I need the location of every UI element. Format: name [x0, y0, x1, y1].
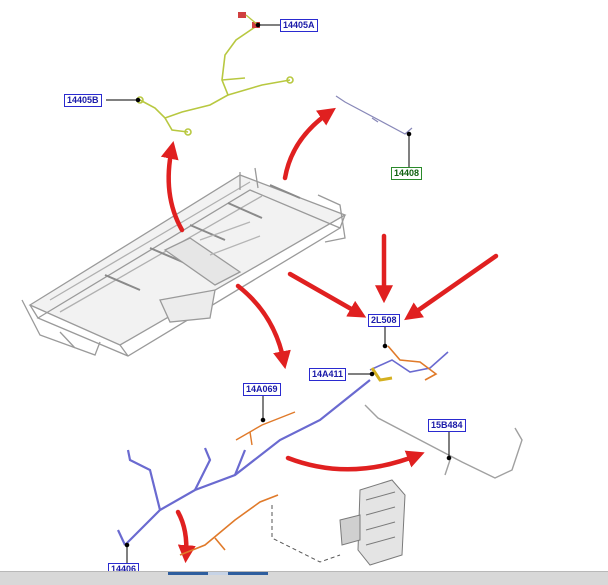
- dashed-leader: [271, 505, 341, 563]
- callout-14405b: 14405B: [64, 94, 102, 107]
- arrow-right-to-2l508: [404, 253, 499, 321]
- arrow-to-14408: [282, 107, 336, 181]
- callout-14405a: 14405A: [280, 19, 318, 32]
- harness-14a069-orange: [235, 411, 296, 446]
- harness-14a069: [117, 379, 371, 546]
- harness-14408: [335, 95, 413, 135]
- arrow-to-14405b: [160, 140, 185, 233]
- callout-14408: 14408: [391, 167, 423, 180]
- callout-14a411: 14A411: [309, 368, 347, 381]
- arrow-to-15b484: [285, 450, 425, 472]
- callout-15b484: 15B484: [428, 419, 466, 432]
- scrollbar-grip-icon[interactable]: [208, 572, 228, 575]
- harness-15b484: [364, 404, 523, 479]
- red-arrows: [160, 107, 499, 564]
- arrow-to-14a069: [235, 283, 291, 370]
- arrow-to-14406: [175, 509, 196, 564]
- horizontal-scrollbar[interactable]: [0, 571, 608, 585]
- harness-14406: [179, 494, 279, 556]
- chassis-frame: [21, 167, 347, 357]
- harness-14405: [136, 24, 294, 136]
- bracket-component: [339, 479, 406, 566]
- callout-14a069: 14A069: [243, 383, 281, 396]
- callout-2l508: 2L508: [368, 314, 400, 327]
- harness-2l508: [369, 345, 449, 382]
- arrow-left-to-2l508: [287, 271, 367, 318]
- leader-lines: [106, 22, 452, 565]
